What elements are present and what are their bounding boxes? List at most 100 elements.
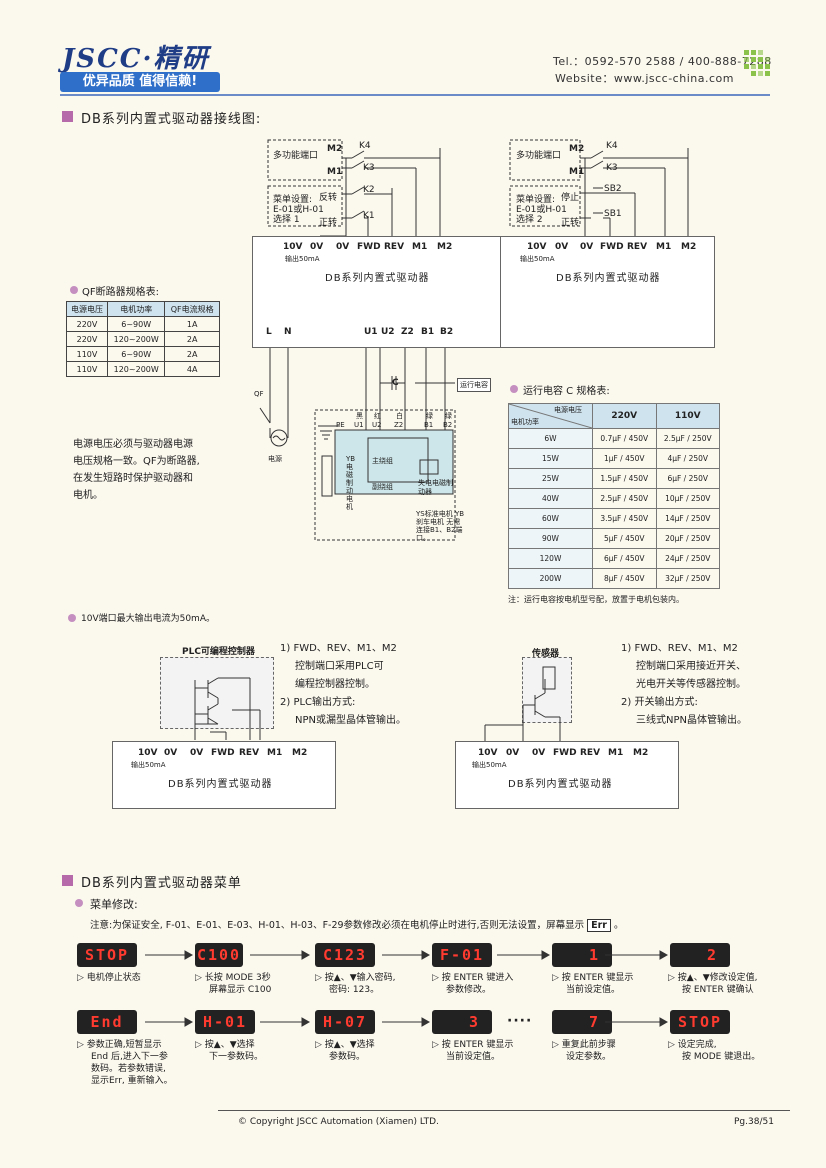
power-note-line: 电源电压必须与驱动器电源 xyxy=(73,439,193,450)
power-note: 电源电压必须与驱动器电源 电压规格一致。QF为断路器, 在发生短路时保护驱动器和… xyxy=(73,436,200,504)
table-cell: 15W xyxy=(508,448,593,469)
pointer-icon: ▷ xyxy=(668,973,675,983)
step-desc-line: 电机停止状态 xyxy=(86,973,141,983)
qf-label: QF xyxy=(254,390,264,398)
table-cell: 20μF / 250V xyxy=(655,528,720,549)
lcd-display-stop-final: STOP xyxy=(670,1010,730,1034)
terminal-n: N xyxy=(284,327,292,337)
plc-output-note: 输出50mA xyxy=(131,761,166,769)
terminal-fwd: FWD xyxy=(357,242,381,252)
right-terminal-0v-2: 0V xyxy=(580,242,594,252)
plc-driver-name: DB系列内置式驱动器 xyxy=(168,779,273,790)
terminal-u1: U1 xyxy=(364,327,378,337)
bullet-icon xyxy=(68,614,76,622)
sensor-terminal-fwd: FWD xyxy=(553,748,577,758)
sensor-terminal-0v-2: 0V xyxy=(532,748,546,758)
sensor-box-title: 传感器 xyxy=(532,649,560,659)
table-cell: 2A xyxy=(164,331,220,347)
wire-code-u2: U2 xyxy=(372,421,382,429)
table-cell: 2A xyxy=(164,346,220,362)
table-cell: 14μF / 250V xyxy=(655,508,720,529)
table-cell: 10μF / 250V xyxy=(655,488,720,509)
table-cell: 110V xyxy=(65,361,109,377)
plc-terminal-fwd: FWD xyxy=(211,748,235,758)
right-terminal-10v: 10V xyxy=(527,242,547,252)
power-note-line: 电机。 xyxy=(73,490,103,501)
step-desc: ▷ 重复此前步骤设定参数。 xyxy=(552,1039,616,1063)
table-cell: 6μF / 250V xyxy=(655,468,720,489)
step-desc-line: 长按 MODE 3秒 xyxy=(204,973,271,983)
plc-box xyxy=(160,657,274,729)
lcd-display-f01: F-01 xyxy=(432,943,492,967)
safety-note: 注意:为保证安全, F-01、E-01、E-03、H-01、H-03、F-29参… xyxy=(90,917,624,932)
qf-header-power: 电机功率 xyxy=(107,301,166,317)
section-marker xyxy=(62,111,73,122)
stop-label: 停止 xyxy=(561,193,580,203)
menu-code-label: E-01或H-01 xyxy=(273,205,324,215)
multi-function-port-label: 多功能端口 xyxy=(273,151,319,161)
plc-text-line: 控制端口采用PLC可 xyxy=(295,661,384,672)
right-multi-function-port-label: 多功能端口 xyxy=(516,151,562,161)
pixel-grid-icon xyxy=(744,50,770,76)
err-indicator: Err xyxy=(587,919,611,932)
step-desc: ▷ 按 ENTER 键进入参数修改。 xyxy=(432,972,513,996)
step-desc-line: 设定参数。 xyxy=(566,1052,612,1062)
terminal-b1: B1 xyxy=(421,327,435,337)
cap-table-title: 运行电容 C 规格表: xyxy=(523,386,610,397)
plc-terminal-rev: REV xyxy=(239,748,260,758)
right-menu-code-label: E-01或H-01 xyxy=(516,205,567,215)
safety-note-text: 注意:为保证安全, F-01、E-01、E-03、H-01、H-03、F-29参… xyxy=(90,920,585,931)
pe-label: PE xyxy=(336,421,345,429)
table-cell: 120W xyxy=(508,548,593,569)
pointer-icon: ▷ xyxy=(432,973,439,983)
cap-table-note: 注：运行电容按电机型号配，放置于电机包装内。 xyxy=(508,595,684,604)
wire-code-b1: B1 xyxy=(424,421,434,429)
terminal-10v: 10V xyxy=(283,242,303,252)
right-menu-setting-label: 菜单设置: xyxy=(516,195,556,205)
qf-table-header: 电源电压 电机功率 QF电流规格 xyxy=(65,301,220,317)
sensor-terminal-m2: M2 xyxy=(633,748,649,758)
k4-label: K4 xyxy=(359,141,371,151)
plc-terminal-m1: M1 xyxy=(267,748,283,758)
step-desc: ▷ 长按 MODE 3秒屏幕显示 C100 xyxy=(195,972,271,996)
step-desc-line: 显示Err, 重新输入。 xyxy=(91,1076,173,1086)
right-k3-label: K3 xyxy=(606,163,618,173)
terminal-rev: REV xyxy=(384,242,405,252)
terminal-u2: U2 xyxy=(381,327,395,337)
wire-code-b2: B2 xyxy=(443,421,453,429)
sensor-box xyxy=(522,657,572,723)
table-cell: 110V xyxy=(65,346,109,362)
forward-label: 正转 xyxy=(319,218,338,228)
wire-color-green-1: 绿 xyxy=(426,412,433,420)
pointer-icon: ▷ xyxy=(315,1040,322,1050)
plc-driver-box xyxy=(112,741,336,809)
pointer-icon: ▷ xyxy=(315,973,322,983)
brake-label: 失电电磁制动器 xyxy=(418,479,453,496)
power-note-line: 电压规格一致。QF为断路器, xyxy=(73,456,200,467)
table-cell: 8μF / 450V xyxy=(592,568,657,589)
step-desc-line: 按 ENTER 键显示 xyxy=(441,1040,514,1050)
k1-label: K1 xyxy=(363,211,375,221)
table-cell: 200W xyxy=(508,568,593,589)
right-output-note: 输出50mA xyxy=(520,255,555,263)
run-capacitor-tag: 运行电容 xyxy=(457,378,491,392)
diagonal-line xyxy=(509,404,592,428)
step-arrows-row-1 xyxy=(145,950,669,960)
lcd-display-value-2: 2 xyxy=(670,943,730,967)
right-k4-label: K4 xyxy=(606,141,618,151)
section-marker xyxy=(62,875,73,886)
plc-terminal-m2: M2 xyxy=(292,748,308,758)
sensor-terminal-10v: 10V xyxy=(478,748,498,758)
right-wiring-lines xyxy=(509,139,689,236)
pointer-icon: ▷ xyxy=(77,973,84,983)
sensor-description: 1) FWD、REV、M1、M2 控制端口采用接近开关、 光电开关等传感器控制。… xyxy=(621,640,747,730)
step-desc-line: 按▲、▼选择 xyxy=(204,1040,255,1050)
qf-header-voltage: 电源电压 xyxy=(65,301,109,317)
step-desc: ▷ 按▲、▼选择参数码。 xyxy=(315,1039,375,1063)
brake-motor-label: YB电磁制动电机 xyxy=(346,455,356,511)
lcd-display-h01: H-01 xyxy=(195,1010,255,1034)
